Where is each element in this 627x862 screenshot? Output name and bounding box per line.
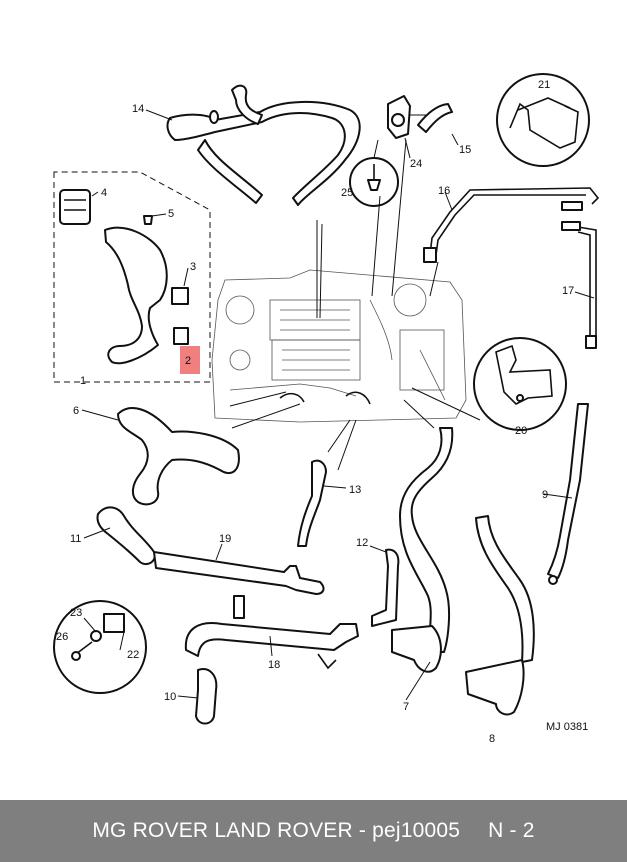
callout-5: 5 (168, 208, 174, 220)
callout-15: 15 (459, 144, 471, 156)
part-13-hose (297, 459, 347, 547)
callout-2: 2 (185, 355, 191, 367)
callout-19: 19 (219, 533, 231, 545)
callout-1: 1 (80, 375, 86, 387)
callout-labels: 1 2 3 4 5 6 7 8 9 10 11 12 13 14 15 16 1… (56, 79, 574, 745)
callout-23: 23 (70, 607, 82, 619)
callout-7: 7 (403, 701, 409, 713)
callout-6: 6 (73, 405, 79, 417)
footer-brand-text: MG ROVER LAND ROVER - pej10005 (92, 819, 461, 842)
callout-12: 12 (356, 537, 368, 549)
part-11-hose (83, 506, 156, 566)
callout-4: 4 (101, 187, 107, 199)
part-7-hose (391, 427, 454, 701)
part-6-hose (81, 407, 240, 506)
callout-3: 3 (190, 261, 196, 273)
callout-22: 22 (127, 649, 139, 661)
part-15-24-25-group (349, 95, 459, 207)
part-8-hose (465, 515, 535, 716)
part-10-hose (177, 668, 218, 725)
callout-25: 25 (341, 187, 353, 199)
part-14-upper-hose (145, 84, 361, 206)
callout-17: 17 (562, 285, 574, 297)
callout-21: 21 (538, 79, 550, 91)
part-2-highlight (180, 346, 200, 374)
part-20-bracket-inset (473, 337, 567, 431)
footer-page-text: N - 2 (488, 819, 535, 842)
callout-20: 20 (515, 425, 527, 437)
callout-26: 26 (56, 631, 68, 643)
callout-11: 11 (70, 533, 81, 545)
callout-18: 18 (268, 659, 280, 671)
callout-10: 10 (164, 691, 176, 703)
part-18-pipe (184, 595, 359, 670)
parts-diagram: 1 2 3 4 5 6 7 8 9 10 11 12 13 14 15 16 1… (53, 73, 600, 745)
parts-1-5-dashed-box (53, 171, 211, 383)
part-19-pipe (153, 543, 325, 595)
callout-16: 16 (438, 185, 450, 197)
callout-9: 9 (542, 489, 548, 501)
engine-assembly (211, 139, 481, 471)
part-12-hose (369, 545, 400, 627)
callout-24: 24 (410, 158, 422, 170)
callout-13: 13 (349, 484, 361, 496)
part-21-bracket-inset (496, 73, 590, 167)
part-16-17-pipes (423, 187, 600, 349)
callout-14: 14 (132, 103, 144, 115)
footer-bar: MG ROVER LAND ROVER - pej10005 N - 2 (0, 800, 627, 862)
parts-22-23-26-inset (53, 600, 147, 694)
part-9-pipe (543, 403, 589, 585)
diagram-reference: MJ 0381 (546, 721, 588, 733)
callout-8: 8 (489, 733, 495, 745)
